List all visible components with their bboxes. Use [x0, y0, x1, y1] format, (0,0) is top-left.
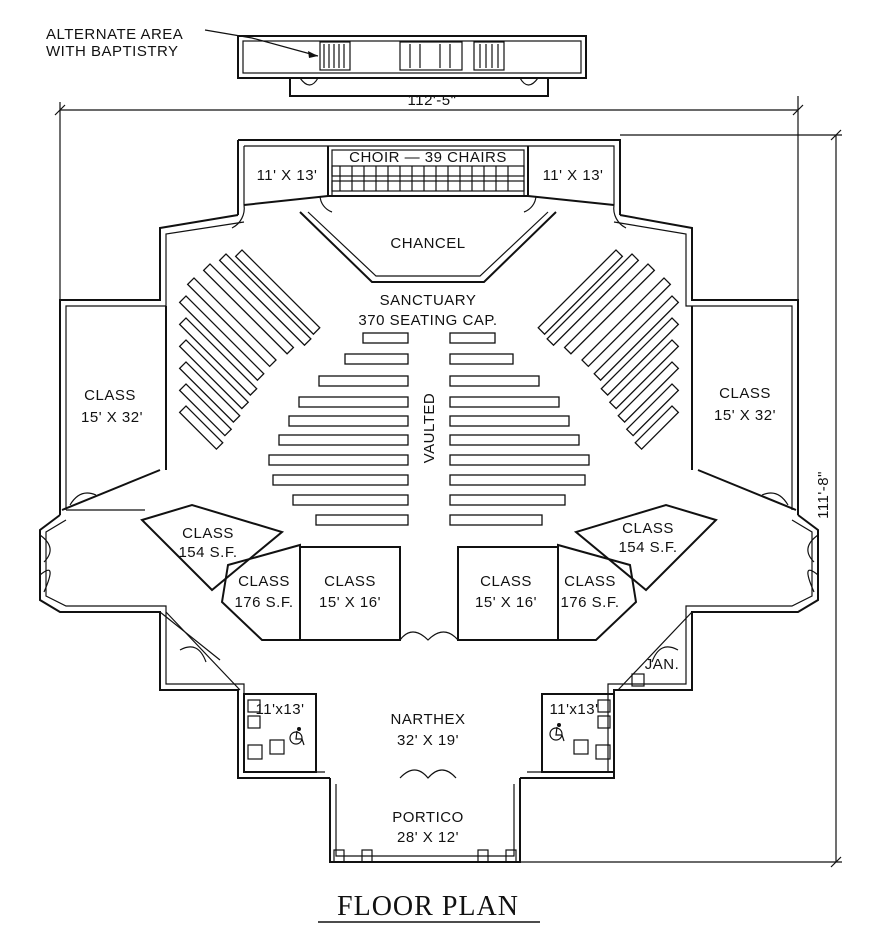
- chancel-label: CHANCEL: [390, 235, 465, 252]
- width-dimension: 112'-5": [408, 92, 457, 109]
- interior-walls: [39, 146, 819, 779]
- class-right-big-name: CLASS: [719, 385, 771, 402]
- class-left-big-name: CLASS: [84, 387, 136, 404]
- class-right-mid-size: 15' X 16': [475, 594, 537, 611]
- class-left-154-name: CLASS: [182, 525, 234, 542]
- class-right-176-name: CLASS: [564, 573, 616, 590]
- plan-title: FLOOR PLAN: [337, 891, 519, 922]
- wheelchair-icon: [289, 727, 305, 746]
- class-right-154-name: CLASS: [622, 520, 674, 537]
- class-right-mid-name: CLASS: [480, 573, 532, 590]
- sanctuary-capacity: 370 SEATING CAP.: [358, 312, 497, 329]
- callout-line1: ALTERNATE AREA: [46, 26, 183, 43]
- janitor-label: JAN.: [645, 656, 680, 673]
- callout-line2: WITH BAPTISTRY: [46, 43, 179, 60]
- class-right-176-size: 176 S.F.: [560, 594, 619, 611]
- wheelchair-icon: [549, 723, 565, 742]
- restroom-left-size: 11'x13': [256, 701, 305, 718]
- sanctuary-pews: [178, 249, 680, 526]
- choir-left-room-size: 11' X 13': [257, 167, 318, 184]
- choir-label: CHOIR — 39 CHAIRS: [349, 149, 507, 166]
- class-left-176-size: 176 S.F.: [234, 594, 293, 611]
- class-left-mid-name: CLASS: [324, 573, 376, 590]
- sanctuary-label: SANCTUARY: [380, 292, 477, 309]
- class-left-176-name: CLASS: [238, 573, 290, 590]
- vaulted-label: VAULTED: [421, 393, 438, 463]
- portico-name: PORTICO: [392, 809, 464, 826]
- narthex-size: 32' X 19': [397, 732, 459, 749]
- width-dimension-line: [54, 96, 804, 300]
- class-left-mid-size: 15' X 16': [319, 594, 381, 611]
- depth-dimension-line: [520, 129, 842, 868]
- narthex-name: NARTHEX: [391, 711, 466, 728]
- class-left-big-size: 15' X 32': [81, 409, 143, 426]
- portico-size: 28' X 12': [397, 829, 459, 846]
- class-right-154-size: 154 S.F.: [618, 539, 677, 556]
- choir-right-room-size: 11' X 13': [543, 167, 604, 184]
- class-right-big-size: 15' X 32': [714, 407, 776, 424]
- depth-dimension: 111'-8": [815, 471, 832, 519]
- restroom-right-size: 11'x13': [550, 701, 599, 718]
- alternate-baptistry-area: [204, 29, 587, 97]
- class-left-154-size: 154 S.F.: [178, 544, 237, 561]
